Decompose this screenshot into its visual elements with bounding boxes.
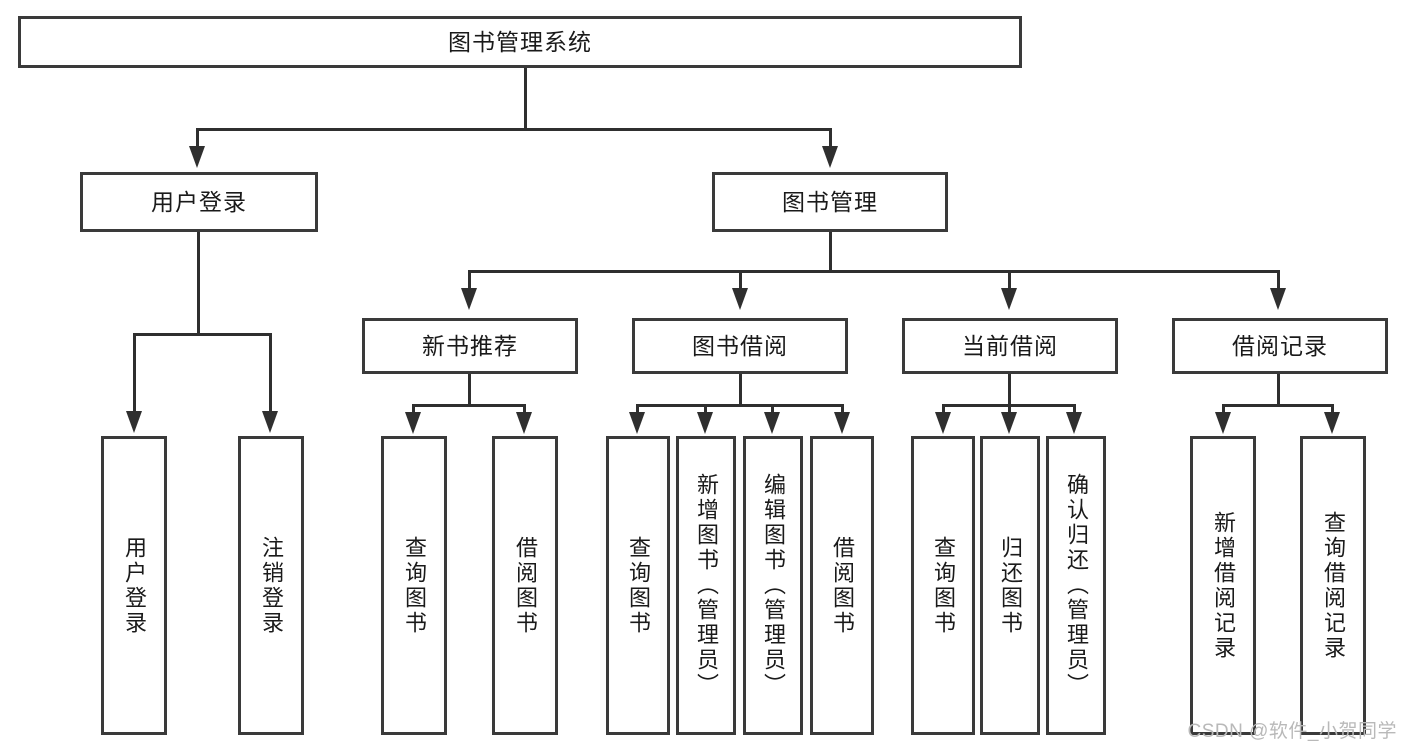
- node-leaf-logout-login[interactable]: 注销登录: [238, 436, 304, 735]
- arrowhead-leaf-query-book-2: [629, 412, 645, 434]
- node-leaf-user-login[interactable]: 用户登录: [101, 436, 167, 735]
- node-leaf-query-book-3[interactable]: 查询图书: [911, 436, 975, 735]
- node-label: 注销登录: [259, 535, 284, 636]
- edge-user-login-drop-1: [133, 333, 136, 413]
- arrowhead-leaf-confirm-return: [1066, 412, 1082, 434]
- arrowhead-leaf-query-record: [1324, 412, 1340, 434]
- edge-book-manage-bus: [468, 270, 1280, 273]
- arrowhead-leaf-add-book: [697, 412, 713, 434]
- edge-bb-drop-3: [771, 404, 774, 416]
- node-label: 借阅图书: [513, 535, 538, 636]
- edge-to-current-borrow: [1008, 270, 1011, 290]
- edge-bb-drop-4: [841, 404, 844, 416]
- node-label: 用户登录: [122, 535, 147, 636]
- edge-bb-drop-2: [704, 404, 707, 416]
- edge-nbr-drop-1: [412, 404, 415, 416]
- edge-nbr-bus: [412, 404, 526, 407]
- node-leaf-query-book-2[interactable]: 查询图书: [606, 436, 670, 735]
- arrowhead-leaf-user-login: [126, 411, 142, 433]
- edge-cb-drop-2: [1008, 404, 1011, 416]
- node-label: 新增借阅记录: [1211, 510, 1236, 661]
- node-current-borrow[interactable]: 当前借阅: [902, 318, 1118, 374]
- arrowhead-user-login: [189, 146, 205, 168]
- arrowhead-borrow-record: [1270, 288, 1286, 310]
- edge-user-login-bus: [133, 333, 272, 336]
- edge-to-borrow-record: [1277, 270, 1280, 290]
- edge-br-drop-1: [1222, 404, 1225, 416]
- node-label: 当前借阅: [962, 332, 1058, 359]
- node-label: 查询图书: [626, 535, 651, 636]
- edge-bb-bus: [636, 404, 844, 407]
- node-leaf-query-book-1[interactable]: 查询图书: [381, 436, 447, 735]
- arrowhead-leaf-edit-book: [764, 412, 780, 434]
- node-book-borrow[interactable]: 图书借阅: [632, 318, 848, 374]
- edge-book-manage-stem: [829, 232, 832, 272]
- node-leaf-add-book[interactable]: 新增图书（管理员）: [676, 436, 736, 735]
- edge-bb-drop-1: [636, 404, 639, 416]
- arrowhead-book-manage: [822, 146, 838, 168]
- node-label: 图书借阅: [692, 332, 788, 359]
- node-leaf-edit-book[interactable]: 编辑图书（管理员）: [743, 436, 803, 735]
- csdn-watermark: CSDN @软件_小贺同学: [1187, 721, 1397, 742]
- edge-cb-stem: [1008, 374, 1011, 406]
- arrowhead-leaf-borrow-book-1: [516, 412, 532, 434]
- arrowhead-current-borrow: [1001, 288, 1017, 310]
- edge-to-new-book-recommend: [468, 270, 471, 290]
- arrowhead-leaf-query-book-1: [405, 412, 421, 434]
- node-label: 归还图书: [998, 535, 1023, 636]
- node-new-book-recommend[interactable]: 新书推荐: [362, 318, 578, 374]
- node-label: 借阅记录: [1232, 332, 1328, 359]
- node-leaf-confirm-return[interactable]: 确认归还（管理员）: [1046, 436, 1106, 735]
- node-leaf-query-record[interactable]: 查询借阅记录: [1300, 436, 1366, 735]
- node-label: 新书推荐: [422, 332, 518, 359]
- edge-cb-drop-1: [942, 404, 945, 416]
- arrowhead-book-borrow: [732, 288, 748, 310]
- node-label: 查询图书: [402, 535, 427, 636]
- arrowhead-leaf-logout-login: [262, 411, 278, 433]
- edge-to-book-borrow: [739, 270, 742, 290]
- edge-nbr-drop-2: [523, 404, 526, 416]
- arrowhead-leaf-return-book: [1001, 412, 1017, 434]
- edge-to-user-login: [196, 128, 199, 148]
- node-label: 新增图书（管理员）: [694, 473, 719, 698]
- edge-cb-drop-3: [1073, 404, 1076, 416]
- node-label: 图书管理: [782, 188, 878, 215]
- arrowhead-leaf-borrow-book-2: [834, 412, 850, 434]
- node-label: 用户登录: [151, 188, 247, 215]
- edge-root-bus: [196, 128, 832, 131]
- arrowhead-new-book-recommend: [461, 288, 477, 310]
- edge-br-bus: [1222, 404, 1334, 407]
- node-user-login[interactable]: 用户登录: [80, 172, 318, 232]
- edge-bb-stem: [739, 374, 742, 406]
- node-leaf-borrow-book-2[interactable]: 借阅图书: [810, 436, 874, 735]
- node-label: 查询借阅记录: [1321, 510, 1346, 661]
- arrowhead-leaf-query-book-3: [935, 412, 951, 434]
- node-label: 借阅图书: [830, 535, 855, 636]
- edge-root-stem: [524, 68, 527, 130]
- node-leaf-add-record[interactable]: 新增借阅记录: [1190, 436, 1256, 735]
- edge-nbr-stem: [468, 374, 471, 406]
- edge-user-login-stem: [197, 232, 200, 335]
- arrowhead-leaf-add-record: [1215, 412, 1231, 434]
- node-label: 图书管理系统: [448, 28, 592, 55]
- node-root-system[interactable]: 图书管理系统: [18, 16, 1022, 68]
- node-label: 查询图书: [931, 535, 956, 636]
- node-label: 确认归还（管理员）: [1064, 473, 1089, 698]
- edge-user-login-drop-2: [269, 333, 272, 413]
- edge-br-drop-2: [1331, 404, 1334, 416]
- edge-to-book-manage: [829, 128, 832, 148]
- node-borrow-record[interactable]: 借阅记录: [1172, 318, 1388, 374]
- node-leaf-return-book[interactable]: 归还图书: [980, 436, 1040, 735]
- node-leaf-borrow-book-1[interactable]: 借阅图书: [492, 436, 558, 735]
- edge-br-stem: [1277, 374, 1280, 406]
- node-label: 编辑图书（管理员）: [761, 473, 786, 698]
- node-book-manage[interactable]: 图书管理: [712, 172, 948, 232]
